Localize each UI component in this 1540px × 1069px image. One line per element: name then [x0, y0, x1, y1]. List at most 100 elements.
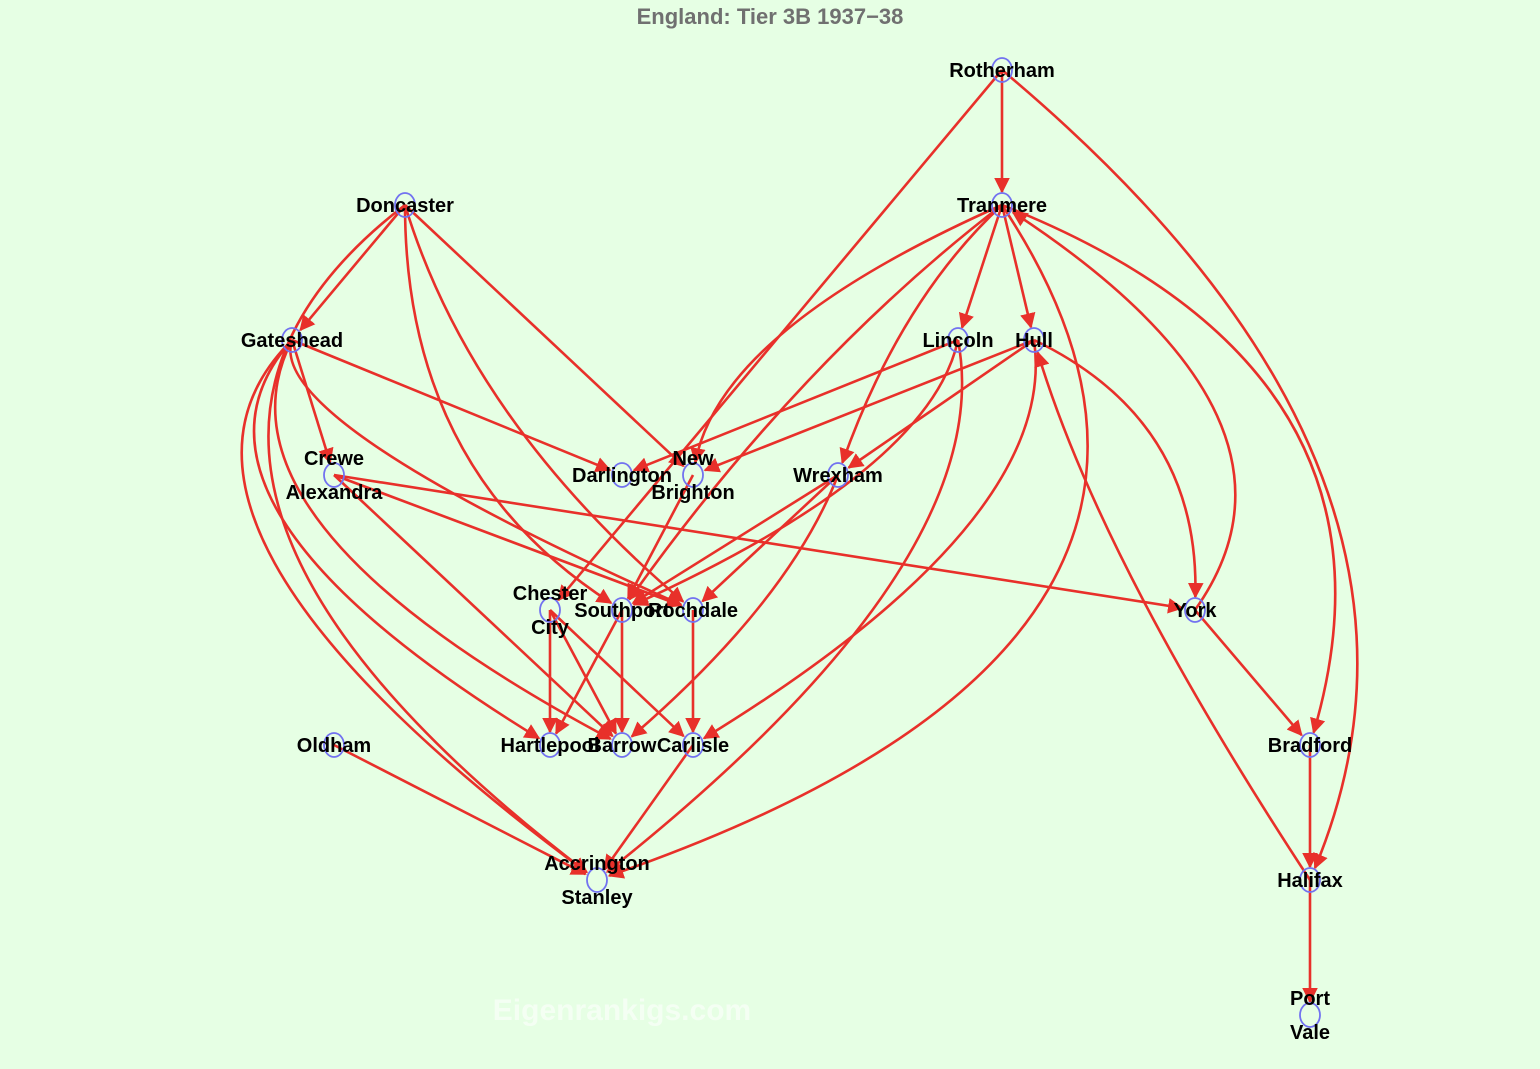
node-marker: [1299, 867, 1321, 893]
node-label: New: [672, 448, 714, 470]
node-marker: [323, 462, 345, 488]
edge-gateshead-to-accrington: [240, 339, 588, 874]
node-tranmere[interactable]: Tranmere: [957, 192, 1047, 218]
edge-tranmere-to-wrexham: [839, 204, 1003, 465]
node-label: Accrington: [544, 853, 650, 875]
node-marker: [682, 597, 704, 623]
edge-hull-to-carlisle: [702, 339, 1037, 740]
node-marker: [991, 57, 1013, 83]
node-label: City: [531, 617, 570, 639]
edge-wrexham-to-southport: [631, 473, 839, 605]
node-marker: [281, 327, 303, 353]
edge-doncaster-to-newbrighton: [404, 204, 685, 468]
node-lincoln[interactable]: Lincoln: [922, 327, 994, 353]
edge-lincoln-to-darlington: [632, 338, 959, 473]
edge-tranmere-to-accrington: [607, 204, 1089, 879]
edge-doncaster-to-accrington: [267, 203, 588, 874]
edge-halifax-to-hull: [1034, 350, 1312, 881]
edge-doncaster-to-gateshead: [299, 204, 406, 332]
edge-gateshead-to-darlington: [291, 338, 612, 472]
node-label: Hull: [1015, 330, 1053, 352]
node-label: Rochdale: [648, 600, 738, 622]
edge-chester-to-carlisle: [549, 609, 685, 738]
node-gateshead[interactable]: Gateshead: [241, 327, 343, 353]
node-marker: [586, 867, 608, 893]
node-rochdale[interactable]: Rochdale: [648, 597, 738, 623]
node-label: Tranmere: [957, 195, 1047, 217]
edge-hull-to-wrexham: [847, 338, 1035, 469]
edge-tranmere-to-hull: [1000, 204, 1036, 329]
edge-york-to-bradford: [1194, 609, 1303, 737]
edge-carlisle-to-accrington: [603, 744, 695, 871]
node-marker: [991, 192, 1013, 218]
edge-rotherham-to-halifax: [1001, 69, 1359, 870]
node-label: Chester: [513, 583, 588, 605]
edge-gateshead-to-crewe: [290, 339, 334, 465]
edge-gateshead-to-rochdale: [289, 339, 683, 607]
node-marker: [1023, 327, 1045, 353]
edge-doncaster-to-southport: [403, 204, 613, 605]
node-york[interactable]: York: [1174, 597, 1218, 623]
node-label: Hartlepool: [501, 735, 600, 757]
edge-southport-to-hartlepool: [554, 609, 624, 735]
node-bradford[interactable]: Bradford: [1268, 732, 1352, 758]
edge-hull-to-york: [1033, 338, 1204, 599]
node-barrow[interactable]: Barrow: [588, 732, 657, 758]
node-label: York: [1174, 600, 1218, 622]
node-marker: [682, 732, 704, 758]
node-label: Halifax: [1277, 870, 1343, 892]
node-label: Gateshead: [241, 330, 343, 352]
edge-chester-to-barrow: [548, 609, 618, 735]
node-wrexham[interactable]: Wrexham: [793, 462, 883, 488]
node-marker: [394, 192, 416, 218]
node-label: Brighton: [651, 482, 734, 504]
edge-crewe-to-rochdale: [333, 473, 683, 608]
node-marker: [611, 732, 633, 758]
edge-tranmere-to-bradford: [1001, 203, 1337, 735]
node-marker: [539, 597, 561, 623]
node-label: Barrow: [588, 735, 657, 757]
node-marker: [611, 462, 633, 488]
edge-wrexham-to-rochdale: [701, 474, 839, 603]
chart-title: England: Tier 3B 1937−38: [637, 4, 904, 29]
edge-gateshead-to-barrow: [274, 339, 612, 741]
node-hartlepool[interactable]: Hartlepool: [501, 732, 600, 758]
node-marker: [323, 732, 345, 758]
edge-gateshead-to-hartlepool: [252, 339, 541, 740]
node-darlington[interactable]: Darlington: [572, 462, 672, 488]
node-label: Oldham: [297, 735, 371, 757]
node-marker: [947, 327, 969, 353]
node-label: Doncaster: [356, 195, 454, 217]
node-label: Carlisle: [657, 735, 729, 757]
edge-tranmere-to-newbrighton: [690, 203, 1003, 464]
edge-crewe-to-york: [333, 473, 1184, 614]
edge-oldham-to-accrington: [333, 743, 587, 876]
edge-hull-to-newbrighton: [703, 338, 1035, 473]
node-label: Darlington: [572, 465, 672, 487]
node-oldham[interactable]: Oldham: [297, 732, 371, 758]
node-label: Crewe: [304, 448, 364, 470]
node-label: Bradford: [1268, 735, 1352, 757]
node-hull[interactable]: Hull: [1015, 327, 1053, 353]
node-marker: [1299, 732, 1321, 758]
node-doncaster[interactable]: Doncaster: [356, 192, 454, 218]
node-southport[interactable]: Southport: [574, 597, 670, 623]
node-carlisle[interactable]: Carlisle: [657, 732, 729, 758]
edge-wrexham-to-barrow: [630, 474, 840, 738]
edge-doncaster-to-rochdale: [403, 204, 685, 603]
node-label: Wrexham: [793, 465, 883, 487]
node-label: Alexandra: [286, 482, 384, 504]
edge-tranmere-to-southport: [628, 203, 1003, 601]
node-rotherham[interactable]: Rotherham: [949, 57, 1055, 83]
node-halifax[interactable]: Halifax: [1277, 867, 1343, 893]
node-label: Stanley: [561, 887, 633, 909]
node-label: Port: [1290, 988, 1330, 1010]
